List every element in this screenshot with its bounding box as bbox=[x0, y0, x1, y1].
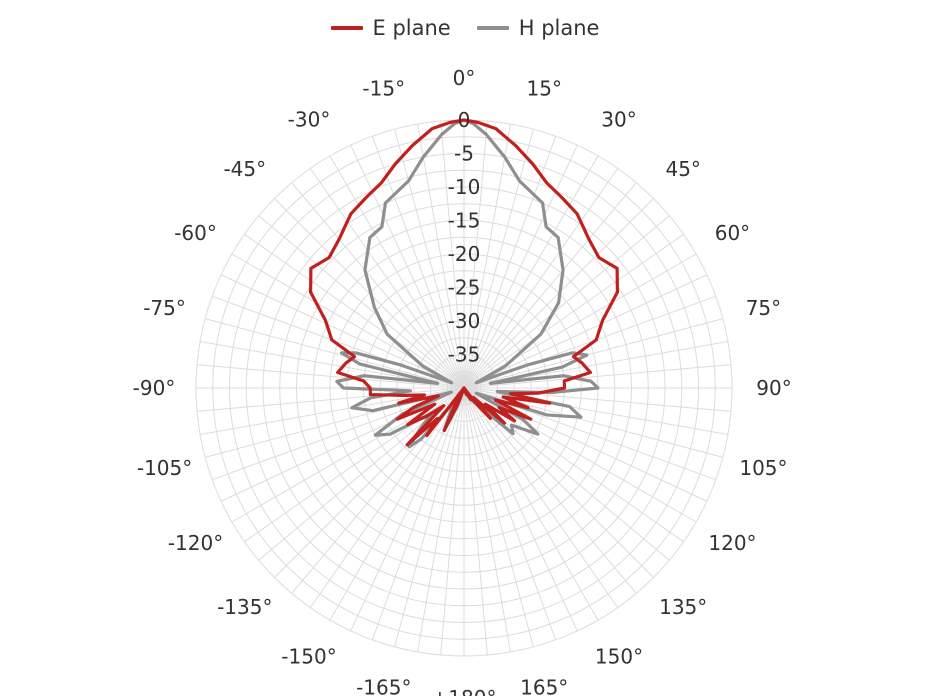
radial-tick-label: -5 bbox=[454, 142, 474, 166]
grid-spoke bbox=[463, 123, 512, 389]
grid-spoke bbox=[416, 387, 465, 653]
grid-spoke bbox=[394, 387, 465, 647]
angle-tick-label: -75° bbox=[143, 296, 186, 320]
angle-tick-label: 105° bbox=[739, 456, 787, 480]
grid-spoke bbox=[220, 387, 465, 502]
grid-spoke bbox=[350, 144, 465, 389]
grid-spoke bbox=[258, 215, 465, 389]
grid-spoke bbox=[244, 233, 465, 389]
angle-tick-label: -135° bbox=[217, 595, 272, 619]
angle-tick-label: -45° bbox=[223, 157, 266, 181]
angle-tick-label: 150° bbox=[595, 644, 643, 668]
angle-tick-label: 120° bbox=[708, 531, 756, 555]
radial-tick-label: -30 bbox=[448, 309, 481, 333]
grid-spoke bbox=[463, 274, 708, 389]
grid-spoke bbox=[309, 168, 465, 389]
angle-tick-label: -15° bbox=[362, 77, 405, 101]
grid-spoke bbox=[463, 387, 534, 647]
grid-spoke bbox=[463, 387, 619, 608]
grid-spoke bbox=[440, 120, 465, 389]
grid-spoke bbox=[463, 387, 637, 594]
angle-tick-label: 60° bbox=[715, 221, 750, 245]
angle-tick-label: 30° bbox=[601, 108, 636, 132]
grid-spoke bbox=[205, 318, 465, 389]
angle-tick-label: 0° bbox=[453, 66, 476, 90]
grid-spoke bbox=[463, 387, 557, 641]
angle-tick-label: 90° bbox=[756, 376, 791, 400]
grid-spoke bbox=[371, 387, 465, 641]
grid-spoke bbox=[463, 135, 557, 389]
polar-grid bbox=[195, 119, 733, 657]
angle-tick-label: 135° bbox=[659, 595, 707, 619]
series-line-h-plane bbox=[335, 118, 600, 449]
angle-tick-label: -30° bbox=[288, 108, 331, 132]
angle-tick-label: -165° bbox=[356, 675, 411, 696]
angle-tick-label: -90° bbox=[133, 376, 176, 400]
legend-item: E plane bbox=[330, 16, 451, 40]
grid-spoke bbox=[463, 387, 599, 621]
grid-spoke bbox=[220, 274, 465, 389]
legend-swatch bbox=[476, 26, 509, 30]
grid-spoke bbox=[371, 135, 465, 389]
angle-tick-label: 75° bbox=[746, 296, 781, 320]
grid-spoke bbox=[309, 387, 465, 608]
legend: E plane H plane bbox=[0, 16, 930, 40]
grid-spoke bbox=[463, 318, 723, 389]
legend-label: E plane bbox=[372, 16, 451, 40]
grid-spoke bbox=[463, 387, 729, 436]
radial-tick-label: -15 bbox=[448, 209, 481, 233]
grid-spoke bbox=[394, 129, 465, 389]
angle-tick-label: -105° bbox=[137, 456, 192, 480]
series-line-e-plane bbox=[308, 118, 620, 447]
grid-spoke bbox=[463, 387, 708, 502]
series-layer bbox=[308, 118, 620, 449]
grid-spoke bbox=[416, 123, 465, 389]
grid-spoke bbox=[196, 364, 465, 389]
legend-label: H plane bbox=[518, 16, 600, 40]
angle-tick-label: -150° bbox=[281, 644, 336, 668]
grid-spoke bbox=[463, 233, 684, 389]
radial-tick-label: -20 bbox=[448, 242, 481, 266]
legend-item: H plane bbox=[476, 16, 600, 40]
angle-tick-label: 165° bbox=[520, 675, 568, 696]
angle-tick-label: 45° bbox=[665, 157, 700, 181]
grid-spoke bbox=[463, 144, 578, 389]
angle-tick-label: -60° bbox=[174, 221, 217, 245]
grid-spoke bbox=[463, 120, 488, 389]
angle-tick-label: ±180° bbox=[432, 686, 497, 696]
grid-spoke bbox=[463, 215, 670, 389]
grid-spoke bbox=[463, 253, 697, 389]
grid-spoke bbox=[291, 182, 465, 389]
grid-spoke bbox=[196, 387, 465, 412]
grid-spoke bbox=[463, 129, 534, 389]
angle-tick-label: 15° bbox=[527, 77, 562, 101]
radial-tick-label: -25 bbox=[448, 276, 481, 300]
grid-spoke bbox=[463, 387, 488, 656]
angle-tick-label: -120° bbox=[168, 531, 223, 555]
grid-spoke bbox=[329, 387, 465, 621]
grid-spoke bbox=[463, 182, 637, 389]
radial-tick-label: -10 bbox=[448, 175, 481, 199]
radial-tick-label: 0 bbox=[458, 108, 471, 132]
angle-tick-labels: 0° 15° 30° 45° 60° 75° 90° 105° 120° 135° 150° 165°… bbox=[133, 66, 792, 696]
grid-spoke bbox=[463, 387, 578, 632]
grid-spoke bbox=[329, 155, 465, 389]
grid-spoke bbox=[231, 253, 465, 389]
grid-spoke bbox=[463, 387, 512, 653]
legend-swatch bbox=[330, 26, 363, 30]
radial-tick-label: -35 bbox=[448, 343, 481, 367]
grid-spoke bbox=[463, 155, 599, 389]
grid-spoke bbox=[440, 387, 465, 656]
grid-spoke bbox=[463, 364, 732, 389]
radial-tick-labels: 0 -5 -10 -15 -20 -25 -30 -35 bbox=[448, 108, 481, 367]
grid-spoke bbox=[463, 168, 619, 389]
